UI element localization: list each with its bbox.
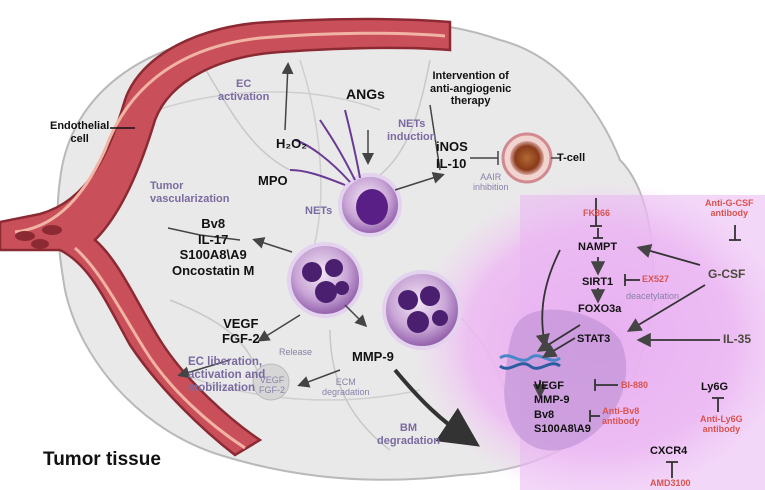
- neutrophil-middle-left: [287, 242, 363, 318]
- vegf-fgf-label: VEGF FGF-2: [222, 316, 260, 347]
- tumor-tissue-title: Tumor tissue: [43, 449, 161, 470]
- inos-label: iNOS: [436, 139, 468, 154]
- angs-label: ANGs: [346, 86, 385, 102]
- ex527-label: EX527: [642, 274, 670, 284]
- ec-liberation-label: EC liberation, activation and mobilizati…: [188, 356, 265, 396]
- neutrophil-top: [289, 109, 402, 237]
- ec-liberation-line2: activation and: [188, 369, 266, 382]
- tumor-vascularization-label: Tumor vascularization: [150, 180, 229, 205]
- nets-induction-line1: NETs: [398, 118, 426, 130]
- nets-induction-line2: induction: [387, 130, 437, 143]
- output-bv8: Bv8: [534, 408, 555, 421]
- endothelial-cell-line2: cell: [70, 132, 89, 145]
- nets-induction-label: NETs induction: [387, 118, 437, 143]
- vegf-fgf-small-label: VEGF FGF-2: [259, 375, 285, 396]
- ec-activation-line1: EC: [236, 78, 252, 90]
- anti-bv8-line1: Anti-Bv8: [602, 406, 640, 416]
- fk866-label: FK866: [583, 208, 611, 218]
- endothelial-cell-line1: Endothelial: [50, 120, 110, 132]
- foxo3a-label: FOXO3a: [578, 303, 622, 315]
- pathway-outputs: VEGF MMP-9 Bv8 S100A8\A9: [534, 379, 591, 436]
- anti-bv8-label: Anti-Bv8 antibody: [602, 406, 640, 427]
- ly6g-label: Ly6G: [701, 381, 729, 393]
- factor-s100a8a9: S100A8\A9: [179, 247, 247, 263]
- anti-gcsf-line2: antibody: [710, 208, 749, 219]
- vegf-fgf-blob: [252, 363, 290, 401]
- bm-line1: BM: [399, 422, 418, 434]
- anti-gcsf-line1: Anti-G-CSF: [705, 198, 754, 208]
- il35-label: IL-35: [723, 332, 752, 346]
- intervention-line3: therapy: [450, 95, 491, 108]
- ec-activation-line2: activation: [218, 90, 270, 103]
- secreted-factors-list: Bv8 IL-17 S100A8\A9 Oncostatin M: [172, 216, 254, 278]
- ecm-line2: degradation: [322, 387, 370, 398]
- t-cell: [501, 132, 553, 184]
- bm-line2: degradation: [377, 434, 440, 447]
- stat3-label: STAT3: [577, 333, 611, 345]
- anti-bv8-line2: antibody: [602, 416, 640, 427]
- tumor-vascularization-line2: vascularization: [150, 192, 230, 205]
- nampt-label: NAMPT: [578, 241, 618, 253]
- factor-oncostatin-m: Oncostatin M: [172, 262, 255, 278]
- ec-activation-label: EC activation: [218, 78, 269, 103]
- intervention-line1: Intervention of: [432, 70, 509, 82]
- intervention-line2: anti-angiogenic: [430, 82, 512, 95]
- gcsf-label: G-CSF: [708, 267, 746, 281]
- fgf2-label: FGF-2: [222, 330, 260, 346]
- tumor-vascularization-line1: Tumor: [150, 180, 184, 192]
- neutrophil-middle-right: [382, 270, 462, 350]
- deacetylation-label: deacetylation: [626, 291, 680, 301]
- il10-label: IL-10: [436, 156, 467, 171]
- ec-liberation-line3: mobilization: [188, 382, 256, 395]
- output-vegf: VEGF: [534, 380, 564, 392]
- mmp9-label: MMP-9: [352, 349, 394, 364]
- nets-label: NETs: [305, 205, 333, 217]
- anti-ly6g-line2: antibody: [702, 424, 741, 435]
- vegf-label: VEGF: [223, 316, 259, 331]
- dna-helix: [499, 354, 561, 370]
- aair-inhibition-label: AAIR inhibition: [473, 172, 509, 193]
- anti-ly6g-label: Anti-Ly6G antibody: [700, 414, 743, 435]
- endothelial-cell-label: Endothelial cell: [50, 120, 109, 145]
- blood-vessel: [0, 17, 452, 457]
- fgf2-small: FGF-2: [259, 385, 285, 396]
- output-mmp9: MMP-9: [534, 394, 570, 407]
- aair-line1: AAIR: [480, 172, 502, 182]
- bi880-label: BI-880: [621, 380, 649, 390]
- h2o2-label: H₂O₂: [276, 136, 308, 151]
- output-s100a8a9: S100A8\A9: [534, 422, 591, 435]
- bm-degradation-label: BM degradation: [377, 422, 440, 447]
- intervention-label: Intervention of anti-angiogenic therapy: [430, 70, 511, 108]
- factor-il17: IL-17: [198, 231, 229, 247]
- anti-ly6g-line1: Anti-Ly6G: [700, 414, 743, 424]
- cxcr4-label: CXCR4: [650, 445, 688, 457]
- ec-liberation-line1: EC liberation,: [188, 356, 263, 368]
- factor-bv8: Bv8: [201, 216, 226, 231]
- aair-line2: inhibition: [473, 182, 509, 193]
- ecm-line1: ECM: [335, 377, 356, 387]
- mpo-label: MPO: [258, 173, 288, 188]
- vegf-small: VEGF: [259, 375, 285, 385]
- sirt1-label: SIRT1: [582, 276, 614, 288]
- tcell-label: T-cell: [557, 152, 586, 164]
- amd3100-label: AMD3100: [650, 478, 691, 488]
- anti-gcsf-label: Anti-G-CSF antibody: [705, 198, 754, 219]
- ecm-degradation-label: ECM degradation: [322, 377, 370, 398]
- release-label: Release: [279, 347, 313, 357]
